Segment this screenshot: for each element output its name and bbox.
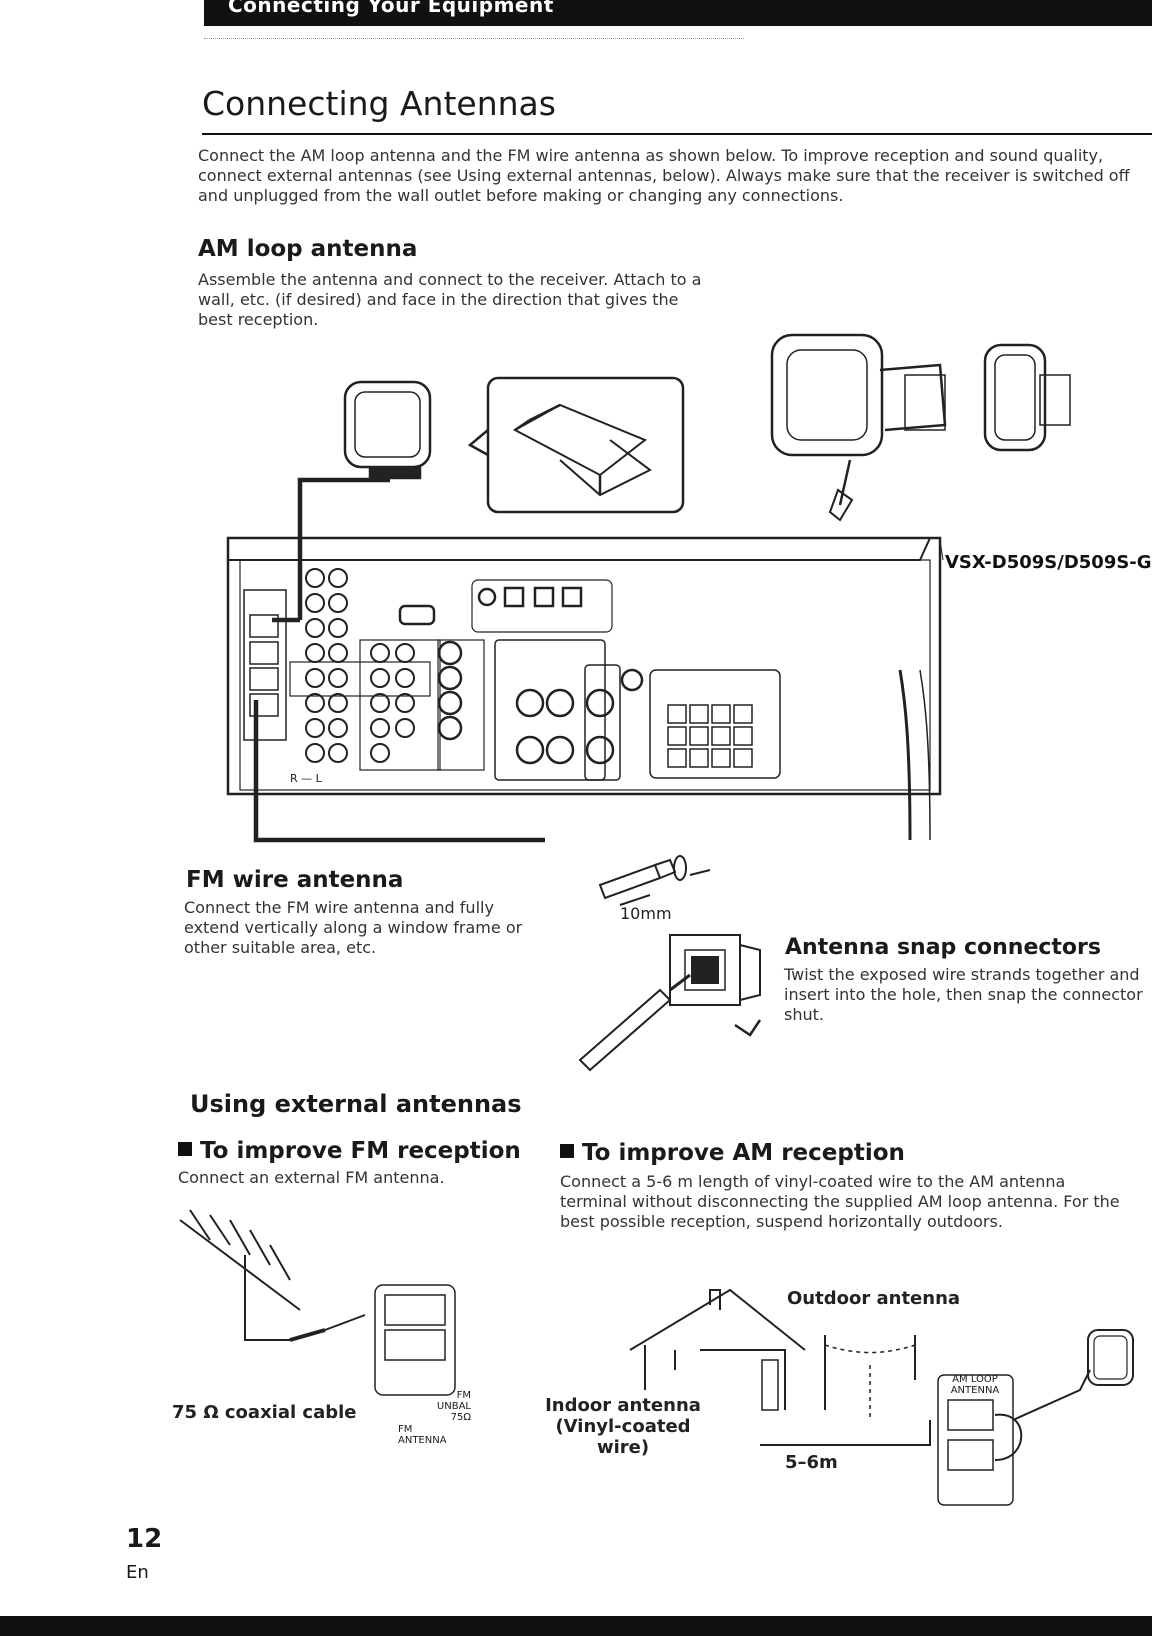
section-header-bar: Connecting Your Equipment: [204, 0, 1152, 26]
fm-antenna-terminal-label: FM ANTENNA: [398, 1424, 447, 1446]
fm-external-antenna-illustration: [179, 1209, 456, 1396]
wire-strip-illustration: [598, 855, 711, 906]
am-loop-heading: AM loop antenna: [198, 236, 418, 262]
indoor-antenna-label: Indoor antenna (Vinyl-coated wire): [538, 1395, 708, 1458]
am-loop-terminal-label-1: AM LOOP: [952, 1374, 998, 1385]
am-external-antenna-illustration: [629, 1288, 1134, 1506]
section-header-text: Connecting Your Equipment: [228, 0, 554, 17]
bottom-scan-bar: [0, 1616, 1152, 1636]
page-language: En: [126, 1562, 149, 1583]
model-label: VSX-D509S/D509S-G: [945, 552, 1152, 573]
strip-length-label: 10mm: [620, 904, 672, 923]
indoor-antenna-label-1: Indoor antenna: [545, 1395, 701, 1416]
am-loop-assembly-illustration: [770, 333, 884, 457]
snap-connectors-heading: Antenna snap connectors: [785, 935, 1101, 960]
am-improve-heading-text: To improve AM reception: [582, 1140, 905, 1166]
fm-terminal-label-3: 75Ω: [450, 1412, 471, 1423]
page-title: Connecting Antennas: [202, 84, 556, 123]
fm-improve-heading: To improve FM reception: [178, 1138, 521, 1164]
fm-improve-heading-text: To improve FM reception: [200, 1138, 521, 1164]
square-bullet-icon: [178, 1142, 192, 1156]
fm-wire-heading: FM wire antenna: [186, 867, 404, 893]
fm-terminal-label-1: FM: [456, 1390, 471, 1401]
fm-wire-text: Connect the FM wire antenna and fully ex…: [184, 898, 523, 957]
am-loop-text: Assemble the antenna and connect to the …: [198, 270, 702, 329]
antenna-stand-detail: [486, 376, 685, 514]
indoor-antenna-label-2: (Vinyl-coated wire): [555, 1416, 691, 1458]
snap-connectors-text: Twist the exposed wire strands together …: [784, 965, 1143, 1024]
external-antennas-heading: Using external antennas: [190, 1090, 522, 1118]
am-improve-text: Connect a 5-6 m length of vinyl-coated w…: [560, 1172, 1120, 1231]
fm-antenna-label-1: FM: [398, 1424, 413, 1435]
intro-paragraph: Connect the AM loop antenna and the FM w…: [198, 146, 1130, 205]
coax-cable-label: 75 Ω coaxial cable: [172, 1402, 357, 1423]
rl-label: R — L: [290, 772, 323, 785]
scan-artifact: [204, 38, 744, 45]
fm-antenna-label-2: ANTENNA: [398, 1435, 447, 1446]
snap-connector-illustration: [578, 934, 762, 1072]
fm-improve-text: Connect an external FM antenna.: [178, 1168, 445, 1187]
square-bullet-icon: [560, 1144, 574, 1158]
receiver-rear-panel: [226, 536, 942, 796]
fm-unbal-terminal-label: FM UNBAL 75Ω: [425, 1390, 471, 1423]
fm-terminal-label-2: UNBAL: [436, 1401, 471, 1412]
title-rule: [202, 133, 1152, 135]
am-loop-antenna-illustration: [343, 380, 432, 469]
wire-length-label: 5–6m: [785, 1452, 838, 1473]
am-loop-terminal-label: AM LOOP ANTENNA: [940, 1374, 1010, 1396]
am-loop-terminal-label-2: ANTENNA: [950, 1385, 1000, 1396]
outdoor-antenna-label: Outdoor antenna: [787, 1288, 961, 1309]
am-improve-heading: To improve AM reception: [560, 1140, 905, 1166]
page-number: 12: [126, 1524, 163, 1554]
